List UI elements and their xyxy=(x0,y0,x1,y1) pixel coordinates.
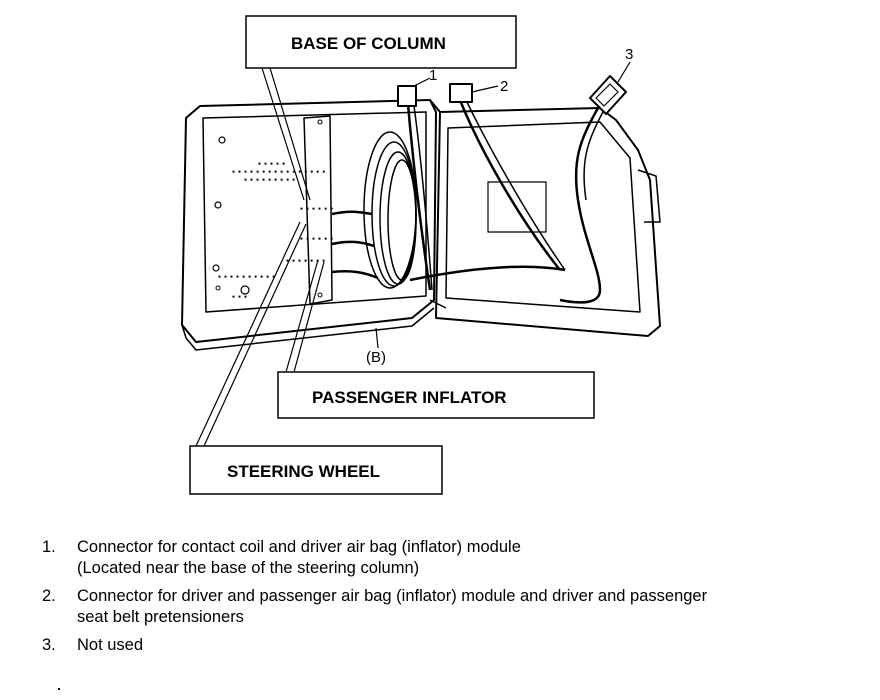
note-item: 2. Connector for driver and passenger ai… xyxy=(40,586,860,628)
leader-base-of-column xyxy=(261,67,311,201)
svg-text:▪ ▪ ▪: ▪ ▪ ▪ xyxy=(232,294,247,300)
note-number: 2. xyxy=(42,587,56,605)
svg-text:▪ ▪ ▪ ▪ ▪ ▪ ▪ ▪ ▪ ▪ ▪ ▪ ▪ ▪ ▪: ▪ ▪ ▪ ▪ ▪ ▪ ▪ ▪ ▪ ▪ ▪ ▪ ▪ ▪ ▪ ▪ xyxy=(232,169,325,175)
case-lid xyxy=(435,107,661,337)
base-of-column-box xyxy=(245,15,517,69)
notes-list: 1. Connector for contact coil and driver… xyxy=(40,537,860,663)
svg-text:▪ ▪ ▪ ▪ ▪ ▪ ▪: ▪ ▪ ▪ ▪ ▪ ▪ ▪ xyxy=(286,258,325,264)
connector-2-plug xyxy=(449,83,473,103)
leader-3 xyxy=(617,61,631,83)
panel-fine-print: ▪ ▪ ▪ ▪ ▪ ▪ ▪ ▪ ▪ ▪ ▪ ▪ ▪ ▪ ▪ ▪ ▪ ▪ ▪ ▪ … xyxy=(218,161,333,300)
note-line: (Located near the base of the steering c… xyxy=(77,559,420,577)
note-number: 1. xyxy=(42,538,56,556)
svg-text:▪ ▪ ▪ ▪ ▪ ▪: ▪ ▪ ▪ ▪ ▪ ▪ xyxy=(300,206,333,212)
leader-steering-wheel xyxy=(195,221,307,447)
note-number: 3. xyxy=(42,636,56,654)
connector-2-number: 2 xyxy=(500,78,508,95)
passenger-inflator-box xyxy=(277,371,595,419)
connector-3-number: 3 xyxy=(625,46,633,63)
base-of-column-label: BASE OF COLUMN xyxy=(291,34,446,53)
note-line: Connector for driver and passenger air b… xyxy=(77,587,708,605)
leader-passenger-inflator xyxy=(285,259,325,373)
b-marker: (B) xyxy=(366,349,386,366)
note-line: seat belt pretensioners xyxy=(77,608,244,626)
leader-b xyxy=(375,327,379,349)
note-item: 1. Connector for contact coil and driver… xyxy=(40,537,860,579)
note-line: Not used xyxy=(77,636,144,654)
svg-text:▪ ▪ ▪ ▪ ▪ ▪ ▪ ▪ ▪: ▪ ▪ ▪ ▪ ▪ ▪ ▪ ▪ ▪ xyxy=(244,177,295,183)
svg-text:▪ ▪ ▪ ▪ ▪ ▪ ▪ ▪ ▪ ▪: ▪ ▪ ▪ ▪ ▪ ▪ ▪ ▪ ▪ ▪ xyxy=(218,274,275,280)
note-item: 3. Not used xyxy=(40,635,860,656)
steering-wheel-label: STEERING WHEEL xyxy=(227,462,380,481)
connector-panel xyxy=(303,115,333,305)
svg-text:▪ ▪ ▪ ▪ ▪: ▪ ▪ ▪ ▪ ▪ xyxy=(258,161,285,167)
steering-wheel-box xyxy=(189,445,443,495)
wiring-case-diagram: ▪ ▪ ▪ ▪ ▪ ▪ ▪ ▪ ▪ ▪ ▪ ▪ ▪ ▪ ▪ ▪ ▪ ▪ ▪ ▪ … xyxy=(181,15,661,495)
passenger-inflator-label: PASSENGER INFLATOR xyxy=(312,388,507,407)
svg-text:▪ ▪ ▪ ▪ ▪ ▪: ▪ ▪ ▪ ▪ ▪ ▪ xyxy=(300,236,333,242)
connector-1-plug xyxy=(397,85,417,107)
connector-1-number: 1 xyxy=(429,67,437,84)
note-line: Connector for contact coil and driver ai… xyxy=(77,538,521,556)
connector-3-plug xyxy=(589,75,627,115)
stray-dot xyxy=(58,688,60,690)
leader-2 xyxy=(471,85,499,93)
leader-1 xyxy=(413,77,431,87)
